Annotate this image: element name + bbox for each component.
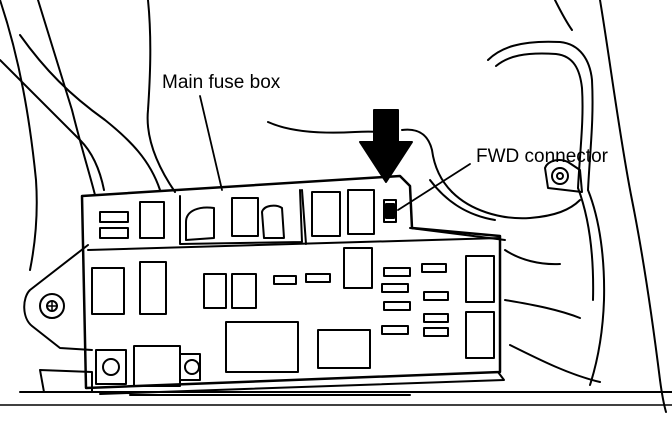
mounting-bracket-left	[23, 244, 93, 393]
fwd-connector-slot	[383, 199, 397, 223]
leader-lines	[199, 95, 471, 211]
bolt-upper-right	[544, 159, 583, 193]
label-main-fuse-box: Main fuse box	[162, 72, 281, 93]
lower-fuse-grid	[91, 247, 495, 387]
label-fwd-connector: FWD connector	[476, 146, 609, 167]
upper-fuse-row	[99, 189, 397, 241]
down-arrow-icon	[359, 109, 413, 183]
bolt-icon	[39, 293, 65, 319]
